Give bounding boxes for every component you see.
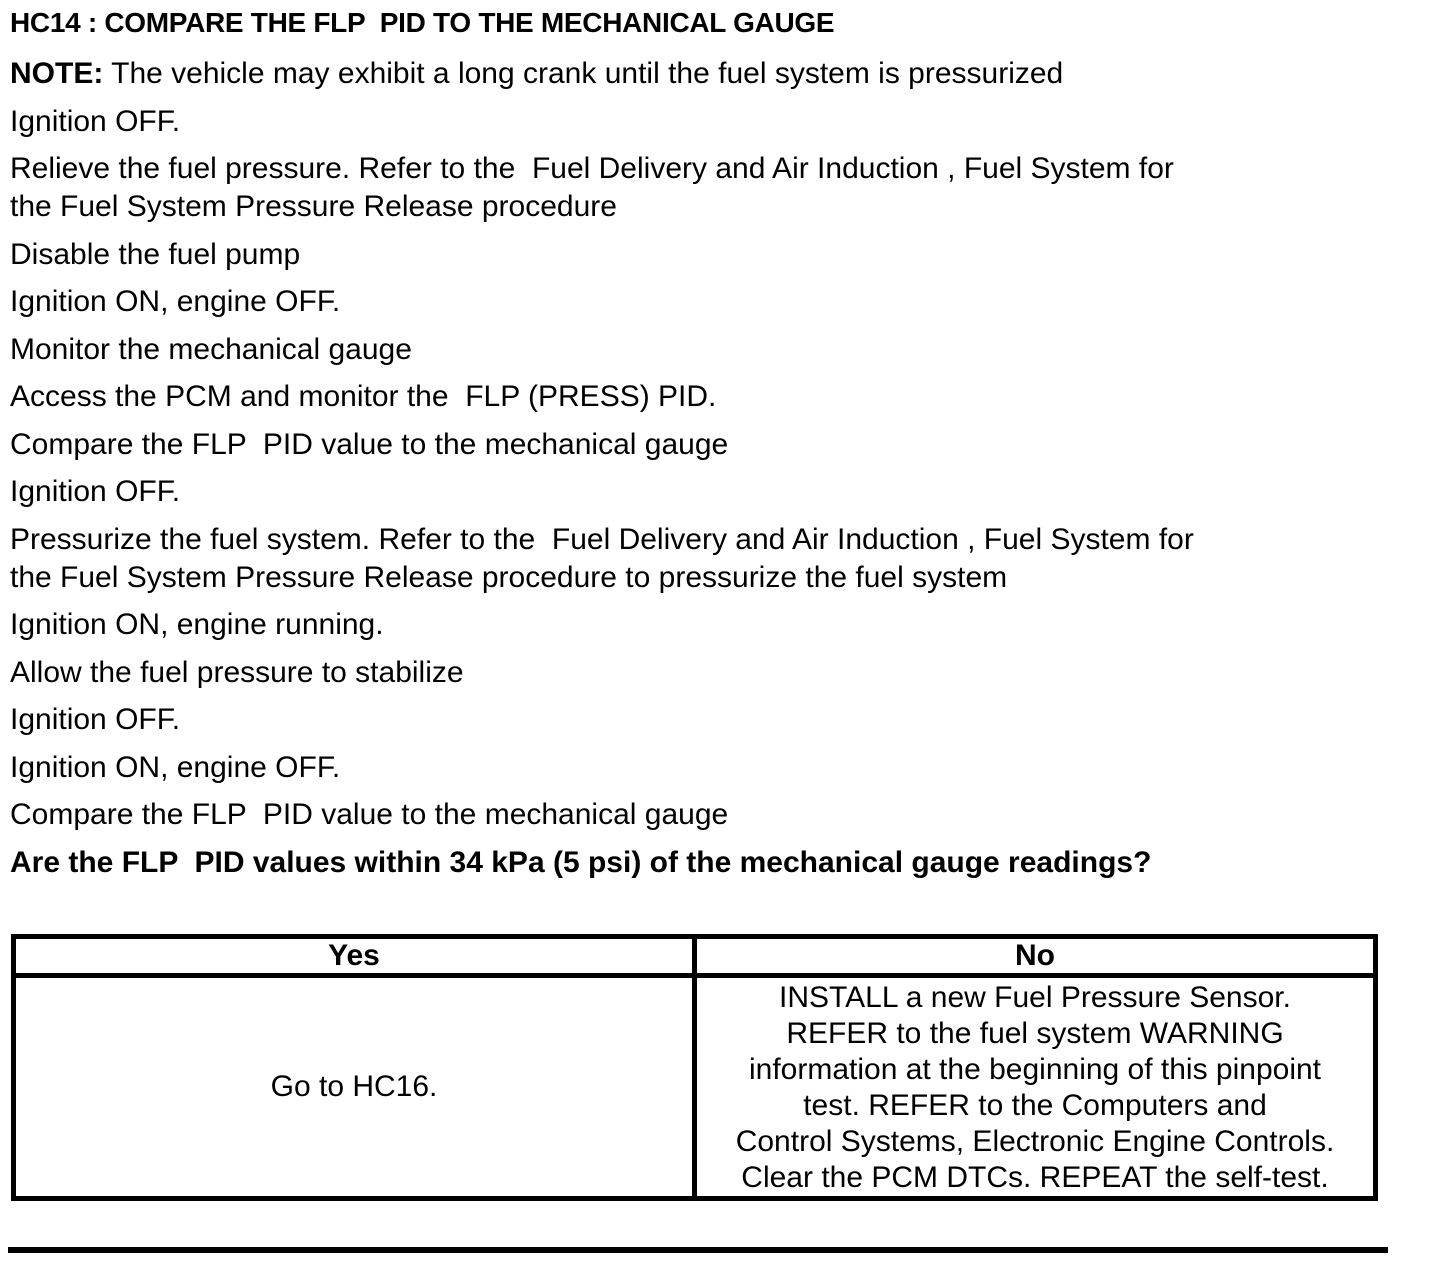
bottom-divider xyxy=(8,1246,1388,1253)
step: Compare the FLP PID value to the mechani… xyxy=(10,427,729,461)
step: Ignition OFF. xyxy=(10,104,181,138)
step: Relieve the fuel pressure. Refer to the … xyxy=(10,152,1174,223)
step: Monitor the mechanical gauge xyxy=(10,332,412,366)
step: Ignition ON, engine OFF. xyxy=(10,285,341,318)
procedure-title: HC14 : COMPARE THE FLP PID TO THE MECHAN… xyxy=(10,7,835,38)
step: Ignition ON, engine running. xyxy=(10,608,384,641)
yes-action-cell: Go to HC16. xyxy=(11,972,697,1201)
table-header-yes: Yes xyxy=(11,933,697,978)
decision-table-action-row: Go to HC16. INSTALL a new Fuel Pressure … xyxy=(11,972,1378,1201)
step: Compare the FLP PID value to the mechani… xyxy=(10,798,729,831)
step: Access the PCM and monitor the FLP (PRES… xyxy=(10,380,717,413)
step: Ignition OFF. xyxy=(10,475,181,508)
step: Pressurize the fuel system. Refer to the… xyxy=(10,522,1194,594)
note-label: NOTE: xyxy=(10,57,104,90)
step: Allow the fuel pressure to stabilize xyxy=(10,655,464,689)
step: Disable the fuel pump xyxy=(10,237,301,271)
decision-question: Are the FLP PID values within 34 kPa (5 … xyxy=(10,845,1152,879)
table-header-no: No xyxy=(692,933,1378,978)
decision-table-header-row: Yes No xyxy=(11,933,1378,978)
decision-table: Yes No Go to HC16. INSTALL a new Fuel Pr… xyxy=(11,933,1378,1201)
note-text: The vehicle may exhibit a long crank unt… xyxy=(103,57,1064,90)
step: Ignition OFF. xyxy=(10,703,181,736)
step: Ignition ON, engine OFF. xyxy=(10,750,341,784)
no-action-cell: INSTALL a new Fuel Pressure Sensor. REFE… xyxy=(692,972,1378,1201)
note-paragraph: NOTE: The vehicle may exhibit a long cra… xyxy=(10,55,1440,93)
